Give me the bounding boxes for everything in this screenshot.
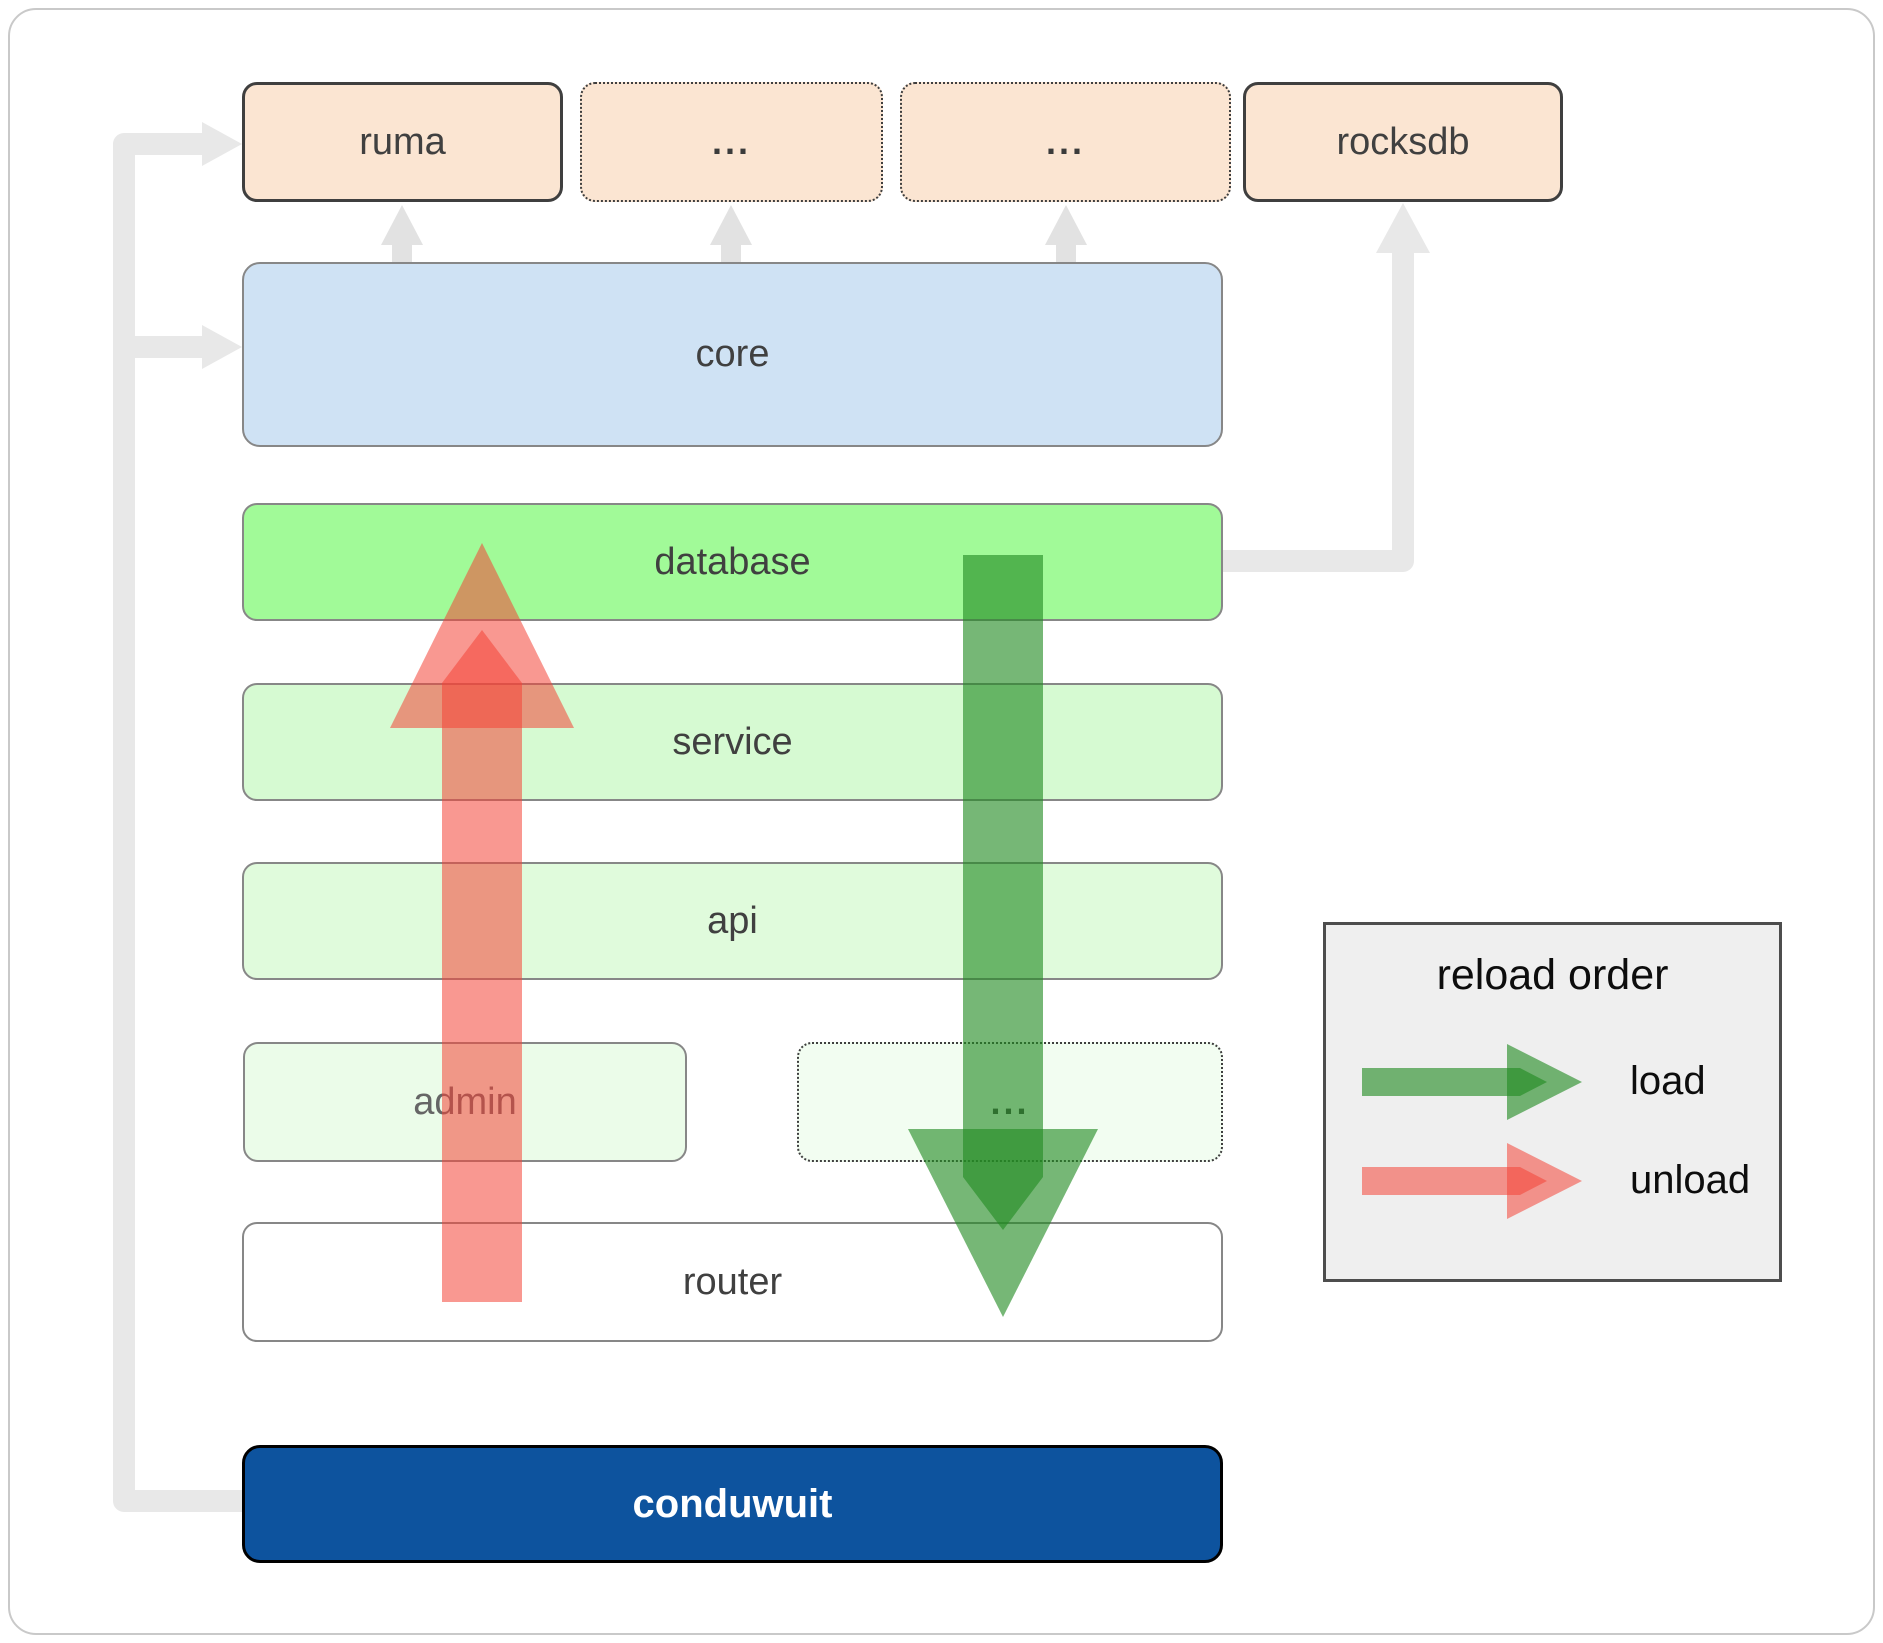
box-api: api xyxy=(242,862,1223,980)
box-ruma: ruma xyxy=(242,82,563,202)
outer-frame xyxy=(8,8,1875,1635)
box-dots-top-2: ... xyxy=(900,82,1231,202)
box-dots-top-1-label: ... xyxy=(711,121,751,162)
box-service: service xyxy=(242,683,1223,801)
box-admin-label: admin xyxy=(413,1080,517,1123)
box-conduwuit-label: conduwuit xyxy=(632,1481,833,1526)
box-api-label: api xyxy=(707,899,758,942)
box-conduwuit: conduwuit xyxy=(242,1445,1223,1563)
box-router: router xyxy=(242,1222,1223,1342)
legend-title: reload order xyxy=(1436,951,1669,999)
box-dots-bottom: ... xyxy=(797,1042,1223,1162)
box-rocksdb-label: rocksdb xyxy=(1336,120,1470,163)
box-router-label: router xyxy=(682,1260,783,1303)
legend-unload-label: unload xyxy=(1630,1158,1751,1202)
box-rocksdb: rocksdb xyxy=(1243,82,1563,202)
box-dots-bottom-label: ... xyxy=(990,1081,1030,1122)
legend: reload order load unload xyxy=(1323,922,1782,1282)
box-service-label: service xyxy=(672,720,793,763)
box-ruma-label: ruma xyxy=(359,120,446,163)
box-database-label: database xyxy=(654,540,811,583)
box-admin: admin xyxy=(243,1042,687,1162)
legend-load-label: load xyxy=(1630,1059,1706,1103)
box-dots-top-1: ... xyxy=(580,82,883,202)
box-database: database xyxy=(242,503,1223,621)
box-core: core xyxy=(242,262,1223,447)
box-dots-top-2-label: ... xyxy=(1045,121,1085,162)
box-core-label: core xyxy=(695,333,770,375)
